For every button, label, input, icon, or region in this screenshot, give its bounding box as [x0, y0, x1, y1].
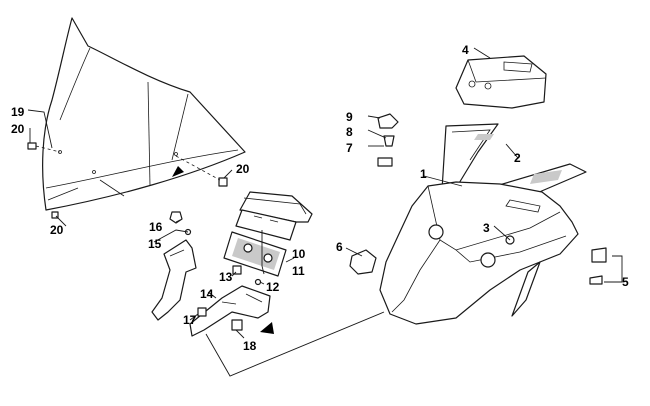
callout-12: 12: [266, 280, 280, 294]
leader-lines: [27, 47, 623, 377]
callout-20-upper-left: 20: [11, 122, 25, 136]
hood-body: [379, 181, 579, 325]
mounting-brackets: [151, 239, 274, 337]
callout-3: 3: [483, 221, 490, 235]
callout-13: 13: [219, 270, 233, 284]
callout-11: 11: [292, 264, 305, 278]
callout-15: 15: [148, 237, 162, 251]
callout-labels: 1 2 3 4 5 6 7 8 9 10 11 12 13 14 15 16 1…: [11, 43, 629, 353]
callout-9: 9: [346, 110, 353, 124]
callout-17: 17: [183, 313, 197, 327]
callout-8: 8: [346, 125, 353, 139]
bracket-bolts: [197, 307, 243, 331]
callout-5: 5: [622, 275, 629, 289]
gauge-mount-plate: [223, 231, 287, 277]
gauge-assembly: [235, 191, 313, 241]
callout-2: 2: [514, 151, 521, 165]
callout-20-lower-left: 20: [50, 223, 64, 237]
callout-19: 19: [11, 105, 25, 119]
callout-18: 18: [243, 339, 257, 353]
side-knob: [349, 249, 377, 275]
callout-16: 16: [149, 220, 163, 234]
callout-1: 1: [420, 167, 427, 181]
callout-10: 10: [292, 247, 306, 261]
top-cover: [455, 55, 547, 109]
callout-4: 4: [462, 43, 469, 57]
windshield-screws: [27, 142, 228, 219]
callout-20-right: 20: [236, 162, 250, 176]
callout-7: 7: [346, 141, 353, 155]
callout-14: 14: [200, 287, 214, 301]
callout-6: 6: [336, 240, 343, 254]
hood-small-parts: [377, 113, 399, 167]
windshield: [42, 17, 246, 211]
grommet-set: [589, 247, 607, 285]
